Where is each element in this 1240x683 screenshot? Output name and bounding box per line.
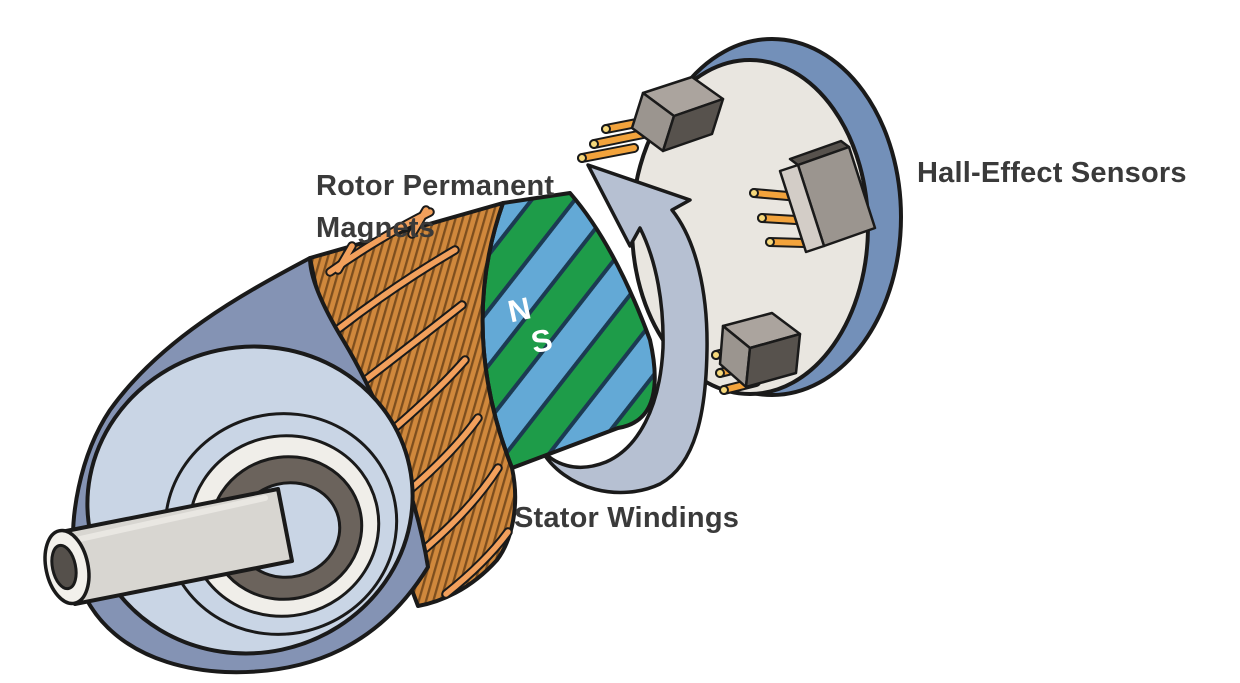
shaft-bore — [50, 543, 78, 591]
rotor-permanent-magnets: N S — [480, 191, 657, 470]
diagram-labels: Rotor Permanent Magnets Stator Windings … — [316, 157, 1187, 534]
stator-windings — [308, 201, 518, 608]
sensor-pin-icon — [759, 215, 799, 223]
sensor-pin-icon — [591, 131, 646, 147]
rotor-magnets-label-line1: Rotor Permanent — [316, 170, 554, 202]
hall-sensor-chip-middle — [749, 139, 877, 254]
hall-effect-sensors-label: Hall-Effect Sensors — [917, 157, 1187, 189]
hall-sensor-chip-top — [577, 75, 725, 163]
motor-shaft — [43, 487, 294, 606]
hall-sensor-chip-bottom — [711, 311, 802, 395]
sensor-pin-icon — [579, 145, 637, 161]
sensor-pin-icon — [767, 239, 807, 246]
stator-windings-label: Stator Windings — [514, 502, 739, 534]
sensor-pin-icon — [751, 190, 791, 199]
rotor-magnets-label-line2: Magnets — [316, 212, 435, 244]
rotation-arrow-icon — [538, 163, 709, 495]
